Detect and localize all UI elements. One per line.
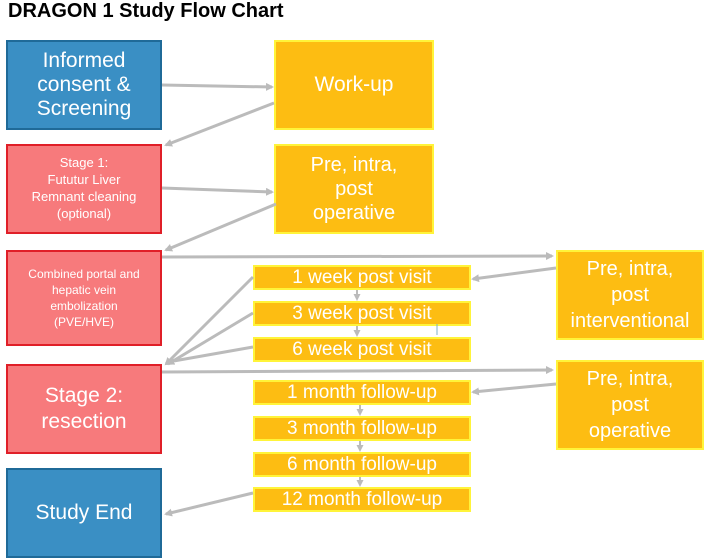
- stage1-box: Stage 1: Fututur Liver Remnant cleaning …: [6, 144, 162, 234]
- arrow-pve-to-interventional: [161, 252, 554, 261]
- arrow-1week-to-stage2: [164, 275, 255, 366]
- followup-6-month: 6 month follow-up: [253, 452, 471, 477]
- arrow-3week-to-stage2: [166, 311, 254, 366]
- pve-hve-box: Combined portal and hepatic vein emboliz…: [6, 250, 162, 346]
- arrow-workup-to-stage1: [164, 101, 275, 147]
- workup-box: Work-up: [274, 40, 434, 130]
- visit-3-week: 3 week post visit: [253, 301, 471, 326]
- followup-1-month: 1 month follow-up: [253, 380, 471, 405]
- stage2-box: Stage 2: resection: [6, 364, 162, 454]
- stage2-periop-box: Pre, intra, post operative: [556, 360, 704, 450]
- study-end-box: Study End: [6, 468, 162, 558]
- arrow-interventional-to-1week: [471, 266, 557, 283]
- arrow-stage1-to-periop: [161, 186, 274, 196]
- interventional-box: Pre, intra, post interventional: [556, 250, 704, 340]
- arrow-12month-to-end: [164, 491, 254, 517]
- followup-12-month: 12 month follow-up: [253, 487, 471, 512]
- consent-screening-box: Informed consent & Screening: [6, 40, 162, 130]
- arrow-stage2-to-periop: [161, 366, 554, 375]
- visit-1-week: 1 week post visit: [253, 265, 471, 290]
- arrow-periop-to-pve: [164, 202, 277, 252]
- visit-6-week: 6 week post visit: [253, 337, 471, 362]
- arrow-periop-to-1month: [471, 382, 557, 396]
- followup-3-month: 3 month follow-up: [253, 416, 471, 441]
- arrow-6week-to-stage2: [166, 345, 254, 365]
- arrow-consent-to-workup: [161, 82, 274, 91]
- page-title: DRAGON 1 Study Flow Chart: [8, 0, 284, 22]
- stage1-periop-box: Pre, intra, post operative: [274, 144, 434, 234]
